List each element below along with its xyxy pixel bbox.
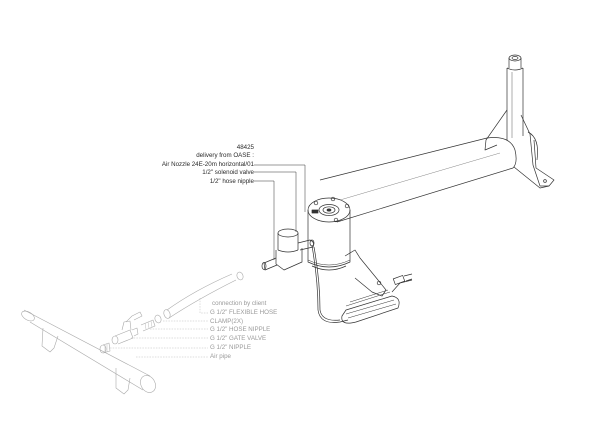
solenoid-valve: [275, 228, 315, 271]
label-solenoid-valve: 1/2" solenoid valve: [202, 169, 254, 176]
mounting-bracket: [344, 249, 387, 297]
label-part-number: 48425: [236, 144, 254, 151]
label-air-pipe: Air pipe: [210, 353, 231, 360]
clamp: [154, 271, 244, 324]
power-cable: [311, 245, 413, 324]
label-delivery: delivery from OASE :: [196, 152, 254, 159]
hose-nipple: [261, 257, 278, 271]
air-nozzle-assembly: [254, 54, 555, 324]
label-clamp: CLAMP(2X): [210, 318, 244, 325]
client-leader-lines: [110, 298, 208, 358]
label-flexible-hose: G 1/2" FLEXIBLE HOSE: [210, 309, 278, 316]
air-pipe: [21, 309, 156, 395]
label-nipple: G 1/2" NIPPLE: [210, 344, 252, 351]
label-client-hose-nipple: G 1/2" HOSE NIPPLE: [210, 326, 271, 333]
top-leader-lines: [254, 164, 306, 260]
nipple: [99, 342, 111, 354]
support-gusset: [484, 109, 555, 189]
flexible-hose: [163, 273, 237, 319]
horizontal-main-pipe: [319, 137, 517, 223]
client-connection-parts: [21, 271, 244, 395]
label-air-nozzle: Air Nozzle 24E-20m horizontal/01: [161, 161, 254, 168]
motor-body: [307, 196, 351, 271]
client-hose-nipple: [140, 319, 156, 332]
gate-valve: [111, 311, 143, 345]
label-gate-valve: G 1/2" GATE VALVE: [210, 335, 267, 342]
label-connection-by-client: connection by client: [212, 300, 267, 307]
vertical-riser-pipe: [506, 54, 524, 140]
label-hose-nipple: 1/2" hose nipple: [209, 178, 254, 185]
